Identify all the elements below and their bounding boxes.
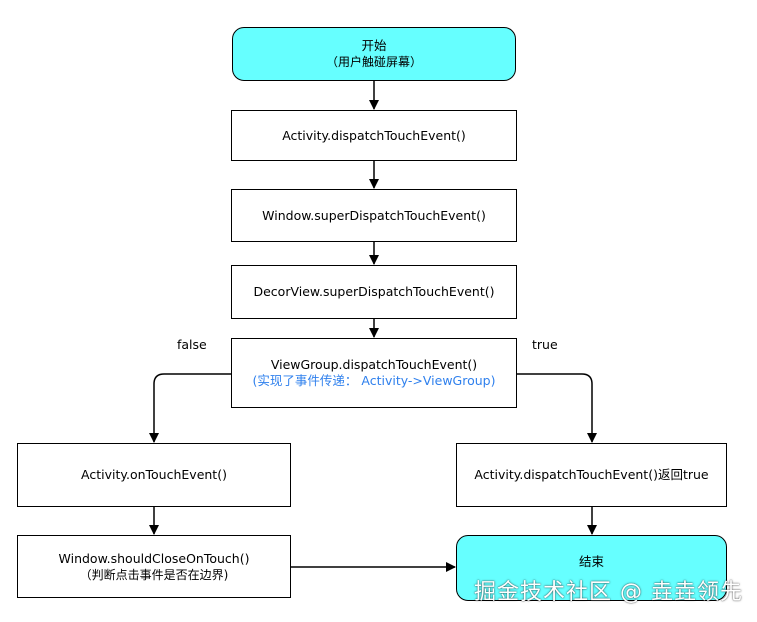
- arrow-viewgroup-false-branch: [149, 373, 232, 443]
- viewgroup-dispatch-label: ViewGroup.dispatchTouchEvent(): [270, 357, 478, 372]
- viewgroup-dispatch-note: (实现了事件传递： Activity->ViewGroup): [252, 373, 496, 388]
- activity-dispatch-return-node: Activity.dispatchTouchEvent()返回true: [456, 443, 727, 507]
- start-node-subtitle: （用户触碰屏幕）: [325, 55, 422, 69]
- window-should-close-note: （判断点击事件是否在边界): [79, 567, 229, 582]
- end-node-label: 结束: [578, 554, 604, 569]
- viewgroup-dispatch-node: ViewGroup.dispatchTouchEvent() (实现了事件传递：…: [231, 338, 517, 408]
- branch-label-false: false: [177, 337, 207, 352]
- decorview-super-dispatch-node: DecorView.superDispatchTouchEvent(): [231, 265, 517, 319]
- window-super-dispatch-node: Window.superDispatchTouchEvent(): [231, 189, 517, 242]
- activity-on-touch-label: Activity.onTouchEvent(): [81, 467, 227, 482]
- arrow-viewgroup-true-branch: [516, 373, 597, 443]
- activity-dispatch-return-label: Activity.dispatchTouchEvent()返回true: [474, 467, 709, 482]
- activity-dispatch-node: Activity.dispatchTouchEvent(): [231, 110, 517, 161]
- window-should-close-label: Window.shouldCloseOnTouch(): [58, 550, 250, 566]
- start-node-title: 开始: [361, 38, 387, 53]
- window-super-dispatch-label: Window.superDispatchTouchEvent(): [262, 207, 486, 223]
- window-should-close-node: Window.shouldCloseOnTouch() （判断点击事件是否在边界…: [17, 535, 291, 598]
- activity-on-touch-node: Activity.onTouchEvent(): [17, 443, 291, 507]
- activity-dispatch-label: Activity.dispatchTouchEvent(): [282, 127, 466, 143]
- branch-label-true: true: [532, 337, 558, 352]
- end-node: 结束: [456, 535, 727, 601]
- start-node: 开始 （用户触碰屏幕）: [232, 27, 516, 81]
- decorview-super-dispatch-label: DecorView.superDispatchTouchEvent(): [253, 284, 495, 299]
- watermark: 掘金技术社区 @ 垚垚领先: [474, 580, 743, 605]
